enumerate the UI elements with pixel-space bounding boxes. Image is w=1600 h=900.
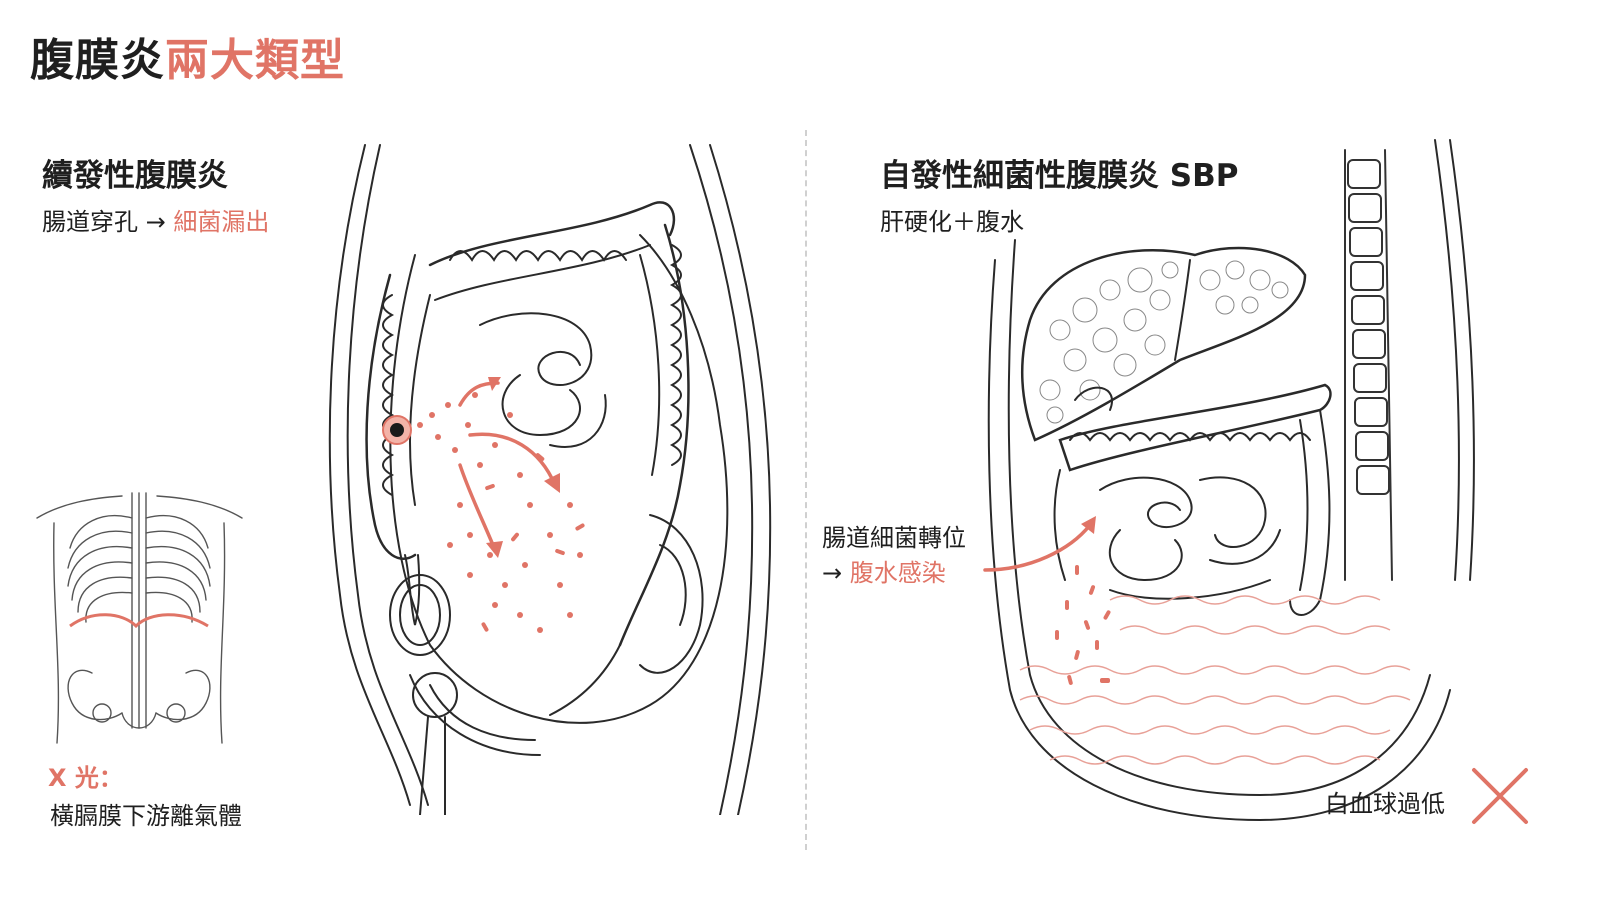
cross-mark-icon (1472, 768, 1528, 824)
page-title: 腹膜炎兩大類型 (30, 24, 345, 88)
title-main: 腹膜炎 (30, 35, 165, 86)
translocation-label-line2: → 腹水感染 (822, 553, 946, 588)
secondary-peritonitis-heading: 續發性腹膜炎 (42, 158, 228, 194)
sbp-heading: 自發性細菌性腹膜炎 SBP (880, 158, 1239, 194)
sbp-cause: 肝硬化＋腹水 (880, 208, 1024, 236)
cirrhotic-nodules (1039, 260, 1289, 424)
secondary-cause: 腸道穿孔 → 細菌漏出 (42, 202, 269, 237)
panel-divider (805, 130, 807, 850)
secondary-cause-prefix: 腸道穿孔 → (42, 208, 166, 236)
spread-arrows (458, 381, 557, 552)
wbc-label: 白血球過低 (1325, 790, 1445, 818)
bacteria-spill (417, 392, 585, 633)
translocation-label-line1: 腸道細菌轉位 (822, 524, 966, 552)
translocation-arrow (983, 523, 1092, 572)
perforated-colon-illustration (328, 144, 772, 815)
ascites-fluid (1019, 595, 1411, 765)
xray-label: X 光： (48, 764, 123, 792)
translocation-label-prefix: → (822, 559, 843, 587)
title-accent: 兩大類型 (165, 35, 345, 86)
translocated-bacteria (1055, 565, 1111, 685)
translocation-label-accent: 腹水感染 (849, 559, 946, 587)
secondary-cause-accent: 細菌漏出 (173, 208, 270, 236)
xray-finding: 橫膈膜下游離氣體 (50, 802, 242, 830)
sbp-ascites-illustration (983, 139, 1475, 822)
diaphragm-free-air-highlight (69, 613, 209, 629)
xray-torso-illustration (36, 492, 243, 744)
